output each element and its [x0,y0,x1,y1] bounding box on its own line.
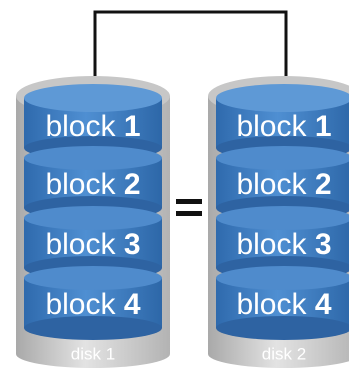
disk-1-label: disk 1 [71,344,115,363]
disk-1: block 1 block 2 block 3 block 4 disk 1 [16,76,170,368]
disk2-block-3-label: block 3 [236,228,331,261]
mirror-connector-line [93,10,288,76]
disk-2-label: disk 2 [262,344,306,363]
disk1-block-4: block 4 [24,266,162,340]
disk1-block-2-label: block 2 [45,168,140,201]
disk2-block-1-label: block 1 [236,110,331,143]
equals-sign [176,199,202,216]
disk-2: block 1 block 2 block 3 block 4 disk 2 [208,76,349,368]
disk1-block-1-label: block 1 [45,110,140,143]
disk2-block-2-label: block 2 [236,168,331,201]
disk1-block-1: block 1 [24,84,162,160]
disk2-block-4: block 4 [216,266,349,340]
disk1-block-4-label: block 4 [45,288,140,321]
disk1-block-3-label: block 3 [45,228,140,261]
disk2-block-4-label: block 4 [236,288,331,321]
